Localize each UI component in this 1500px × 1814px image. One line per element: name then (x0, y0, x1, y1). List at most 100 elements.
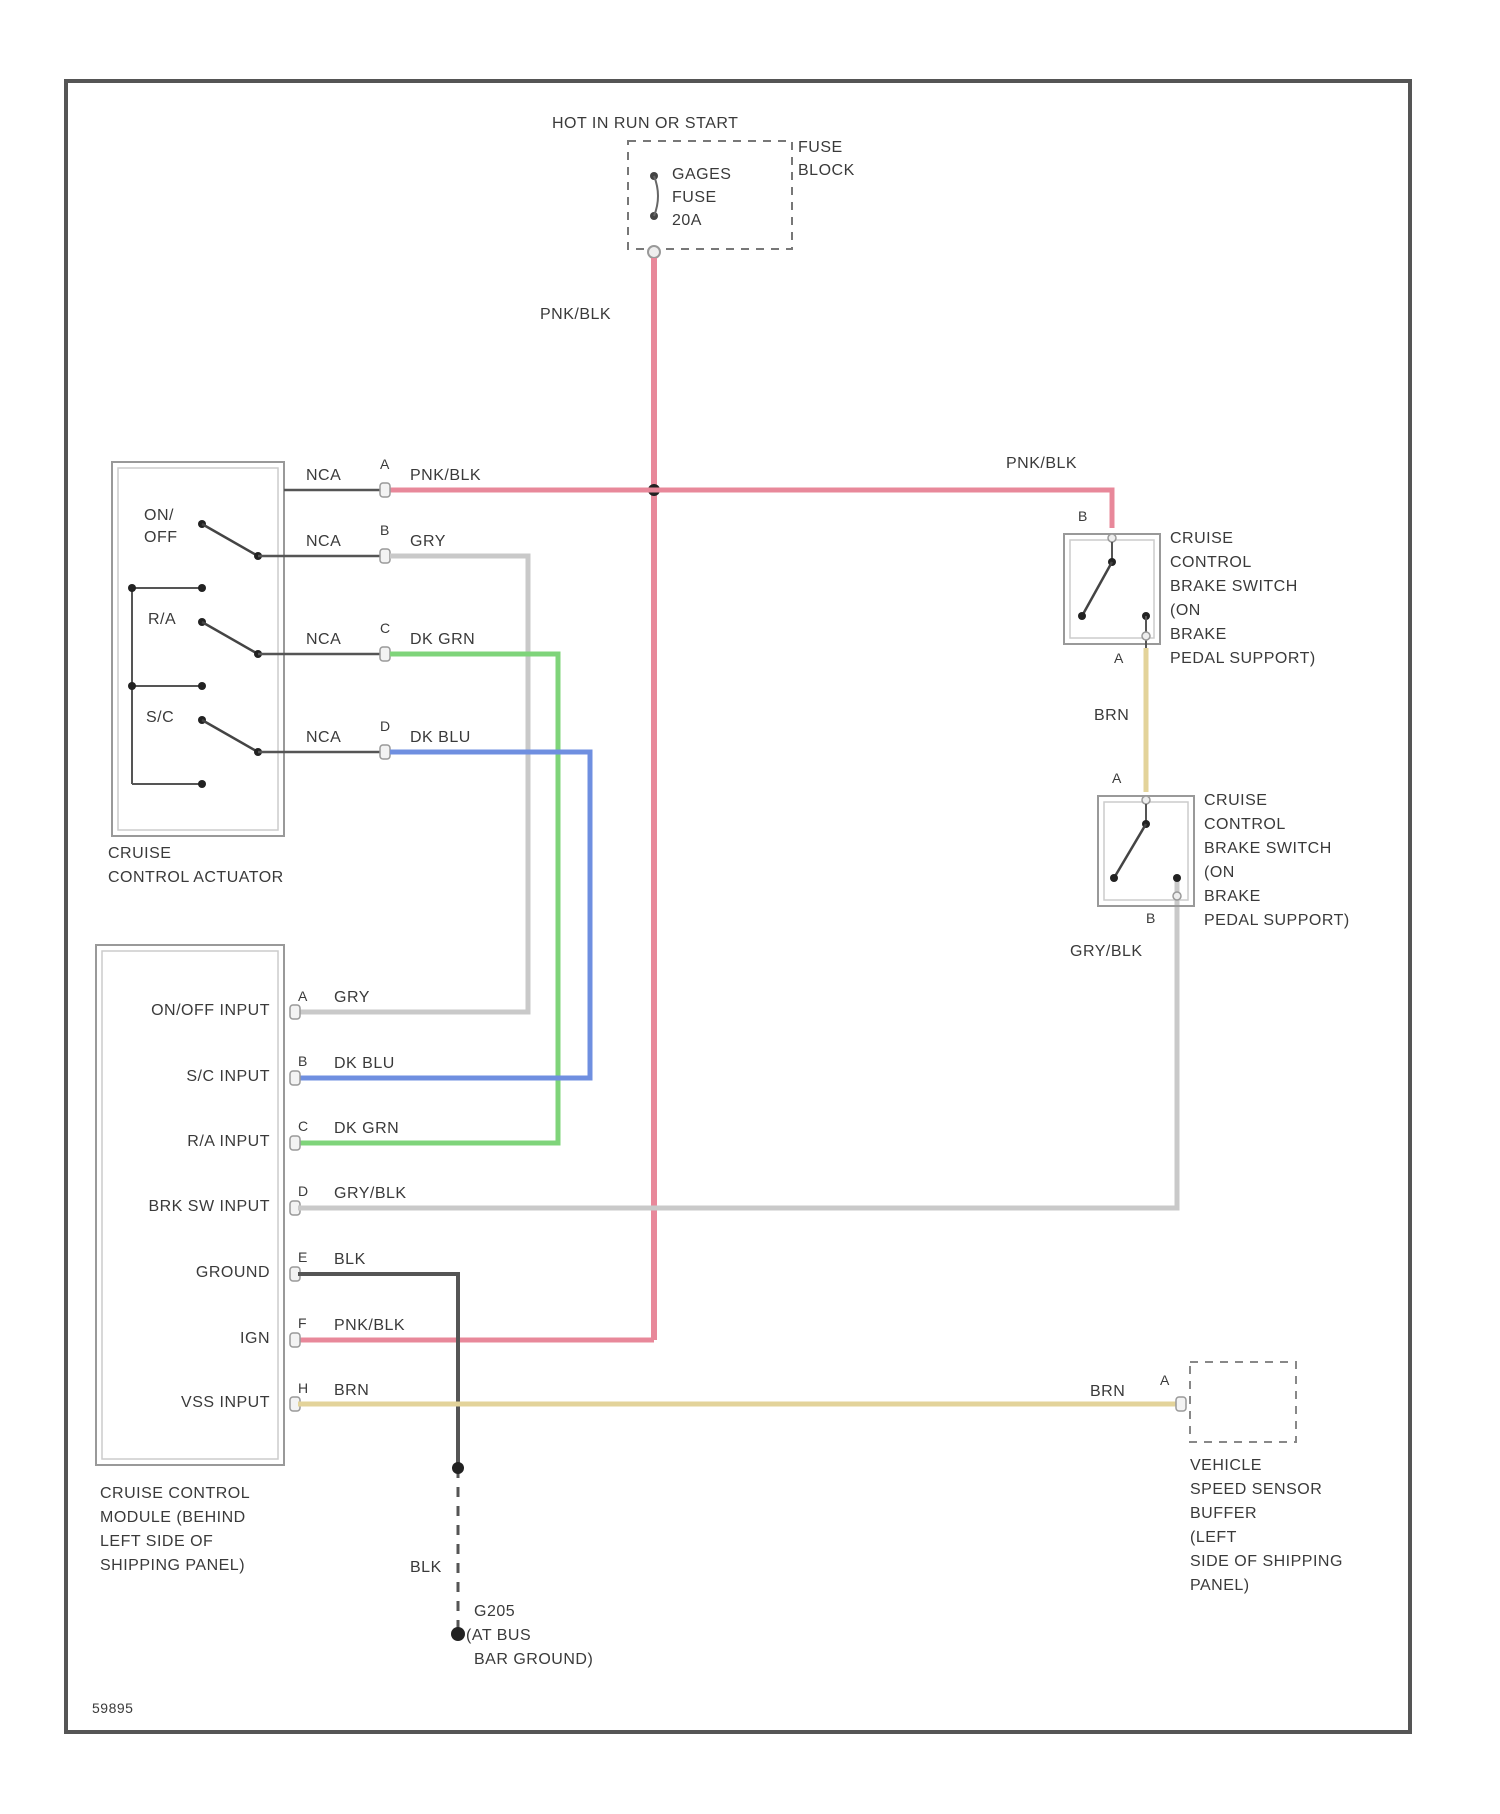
brake-switch-lower-caption-3: BRAKE SWITCH (1204, 837, 1332, 861)
actuator-node-5 (198, 780, 206, 788)
module-pin-f: F (298, 1315, 307, 1331)
fuse-label-3: 20A (672, 209, 702, 233)
brake-switch-lower-caption-5: BRAKE (1204, 885, 1261, 909)
wire-label-nca-d: NCA (306, 726, 341, 750)
switch-on-off (198, 520, 262, 560)
fuse-label-1: GAGES (672, 163, 731, 187)
module-caption-4: SHIPPING PANEL) (100, 1554, 245, 1578)
actuator-pin-d: D (380, 718, 390, 734)
module-pin-d: D (298, 1183, 308, 1199)
brake-switch-upper-caption-5: BRAKE (1170, 623, 1227, 647)
brake-switch-upper-caption-6: PEDAL SUPPORT) (1170, 647, 1316, 671)
module-caption-3: LEFT SIDE OF (100, 1530, 213, 1554)
wire-label-nca-c: NCA (306, 628, 341, 652)
actuator-node-2 (198, 584, 206, 592)
vss-caption-6: PANEL) (1190, 1574, 1250, 1598)
module-caption-1: CRUISE CONTROL (100, 1482, 250, 1506)
wire-label-module-gry-blk: GRY/BLK (334, 1182, 407, 1206)
wire-pnk-blk-brake (654, 490, 1112, 528)
module-input-ra: R/A INPUT (110, 1130, 270, 1154)
wire-label-module-pnk-blk: PNK/BLK (334, 1314, 405, 1338)
actuator-node-4 (198, 682, 206, 690)
actuator-caption-2: CONTROL ACTUATOR (108, 866, 284, 890)
module-input-on-off: ON/OFF INPUT (110, 999, 270, 1023)
wire-gry-blk (298, 880, 1177, 1208)
vss-caption-1: VEHICLE (1190, 1454, 1262, 1478)
wire-label-pnk-blk-feed: PNK/BLK (540, 303, 611, 327)
wire-label-module-gry: GRY (334, 986, 370, 1010)
wire-label-brake-gry-blk: GRY/BLK (1070, 940, 1143, 964)
module-input-ign: IGN (110, 1327, 270, 1351)
wire-label-nca-a: NCA (306, 464, 341, 488)
ground-caption-2: (AT BUS (466, 1624, 531, 1648)
actuator-pin-c: C (380, 620, 390, 636)
module-pin-b: B (298, 1053, 307, 1069)
brake-switch-lower-caption-4: (ON (1204, 861, 1235, 885)
fuse-output-connector (648, 246, 660, 258)
brake-switch-lower (1110, 796, 1181, 900)
brake-switch-lower-caption-1: CRUISE (1204, 789, 1267, 813)
actuator-node-3 (128, 682, 136, 690)
wire-label-module-dk-grn: DK GRN (334, 1117, 399, 1141)
wire-label-module-brn: BRN (334, 1379, 369, 1403)
wire-label-vss-brn: BRN (1090, 1380, 1125, 1404)
actuator-node-1 (128, 584, 136, 592)
wire-label-actuator-gry: GRY (410, 530, 446, 554)
module-input-brk-sw: BRK SW INPUT (110, 1195, 270, 1219)
vss-caption-4: (LEFT (1190, 1526, 1237, 1550)
brake-switch-upper-caption-3: BRAKE SWITCH (1170, 575, 1298, 599)
wire-label-brake-brn: BRN (1094, 704, 1129, 728)
wire-label-actuator-dk-grn: DK GRN (410, 628, 475, 652)
actuator-caption-1: CRUISE (108, 842, 171, 866)
actuator-box (112, 462, 284, 836)
vss-box (1190, 1362, 1296, 1442)
wire-blk (298, 1274, 458, 1468)
actuator-off-label: OFF (144, 526, 178, 550)
actuator-ra-label: R/A (148, 608, 176, 632)
module-pin-h: H (298, 1380, 308, 1396)
brake-switch-upper-caption-1: CRUISE (1170, 527, 1233, 551)
brake-lower-pin-bottom: B (1146, 910, 1155, 926)
fuse-element (654, 176, 658, 216)
brake-switch-upper-caption-4: (ON (1170, 599, 1201, 623)
wire-label-nca-b: NCA (306, 530, 341, 554)
wire-label-actuator-dk-blu: DK BLU (410, 726, 471, 750)
module-pin-c: C (298, 1118, 308, 1134)
actuator-pin-a: A (380, 456, 389, 472)
actuator-on-label: ON/ (144, 504, 174, 528)
brake-switch-upper-caption-2: CONTROL (1170, 551, 1252, 575)
wire-label-actuator-pnk-blk: PNK/BLK (410, 464, 481, 488)
actuator-box-inner (118, 468, 278, 830)
vss-caption-2: SPEED SENSOR (1190, 1478, 1322, 1502)
fuse-block-label-2: BLOCK (798, 159, 855, 183)
vss-pin: A (1160, 1372, 1169, 1388)
module-caption-2: MODULE (BEHIND (100, 1506, 246, 1530)
vss-connector (1176, 1397, 1186, 1411)
wire-dk-blu (298, 752, 590, 1078)
module-pin-e: E (298, 1249, 307, 1265)
brake-switch-lower-caption-6: PEDAL SUPPORT) (1204, 909, 1350, 933)
ground-point (451, 1627, 465, 1641)
brake-switch-lower-caption-2: CONTROL (1204, 813, 1286, 837)
ground-caption-3: BAR GROUND) (474, 1648, 593, 1672)
brake-upper-pin-bottom: A (1114, 650, 1123, 666)
wire-label-module-dk-blu: DK BLU (334, 1052, 395, 1076)
module-input-ground: GROUND (110, 1261, 270, 1285)
switch-ra (198, 618, 262, 658)
figure-id: 59895 (92, 1696, 133, 1720)
vss-caption-3: BUFFER (1190, 1502, 1257, 1526)
switch-sc (198, 716, 262, 756)
wire-label-pnk-blk-brake: PNK/BLK (1006, 452, 1077, 476)
wire-label-ground-blk: BLK (410, 1556, 442, 1580)
actuator-sc-label: S/C (146, 706, 174, 730)
ground-splice (452, 1462, 464, 1474)
brake-upper-pin-top: B (1078, 508, 1087, 524)
brake-switch-upper (1078, 534, 1150, 648)
ground-caption-1: G205 (474, 1600, 515, 1624)
module-pin-a: A (298, 988, 307, 1004)
fuse-label-2: FUSE (672, 186, 717, 210)
brake-lower-pin-top: A (1112, 770, 1121, 786)
wire-label-module-blk: BLK (334, 1248, 366, 1272)
power-header: HOT IN RUN OR START (552, 112, 738, 136)
